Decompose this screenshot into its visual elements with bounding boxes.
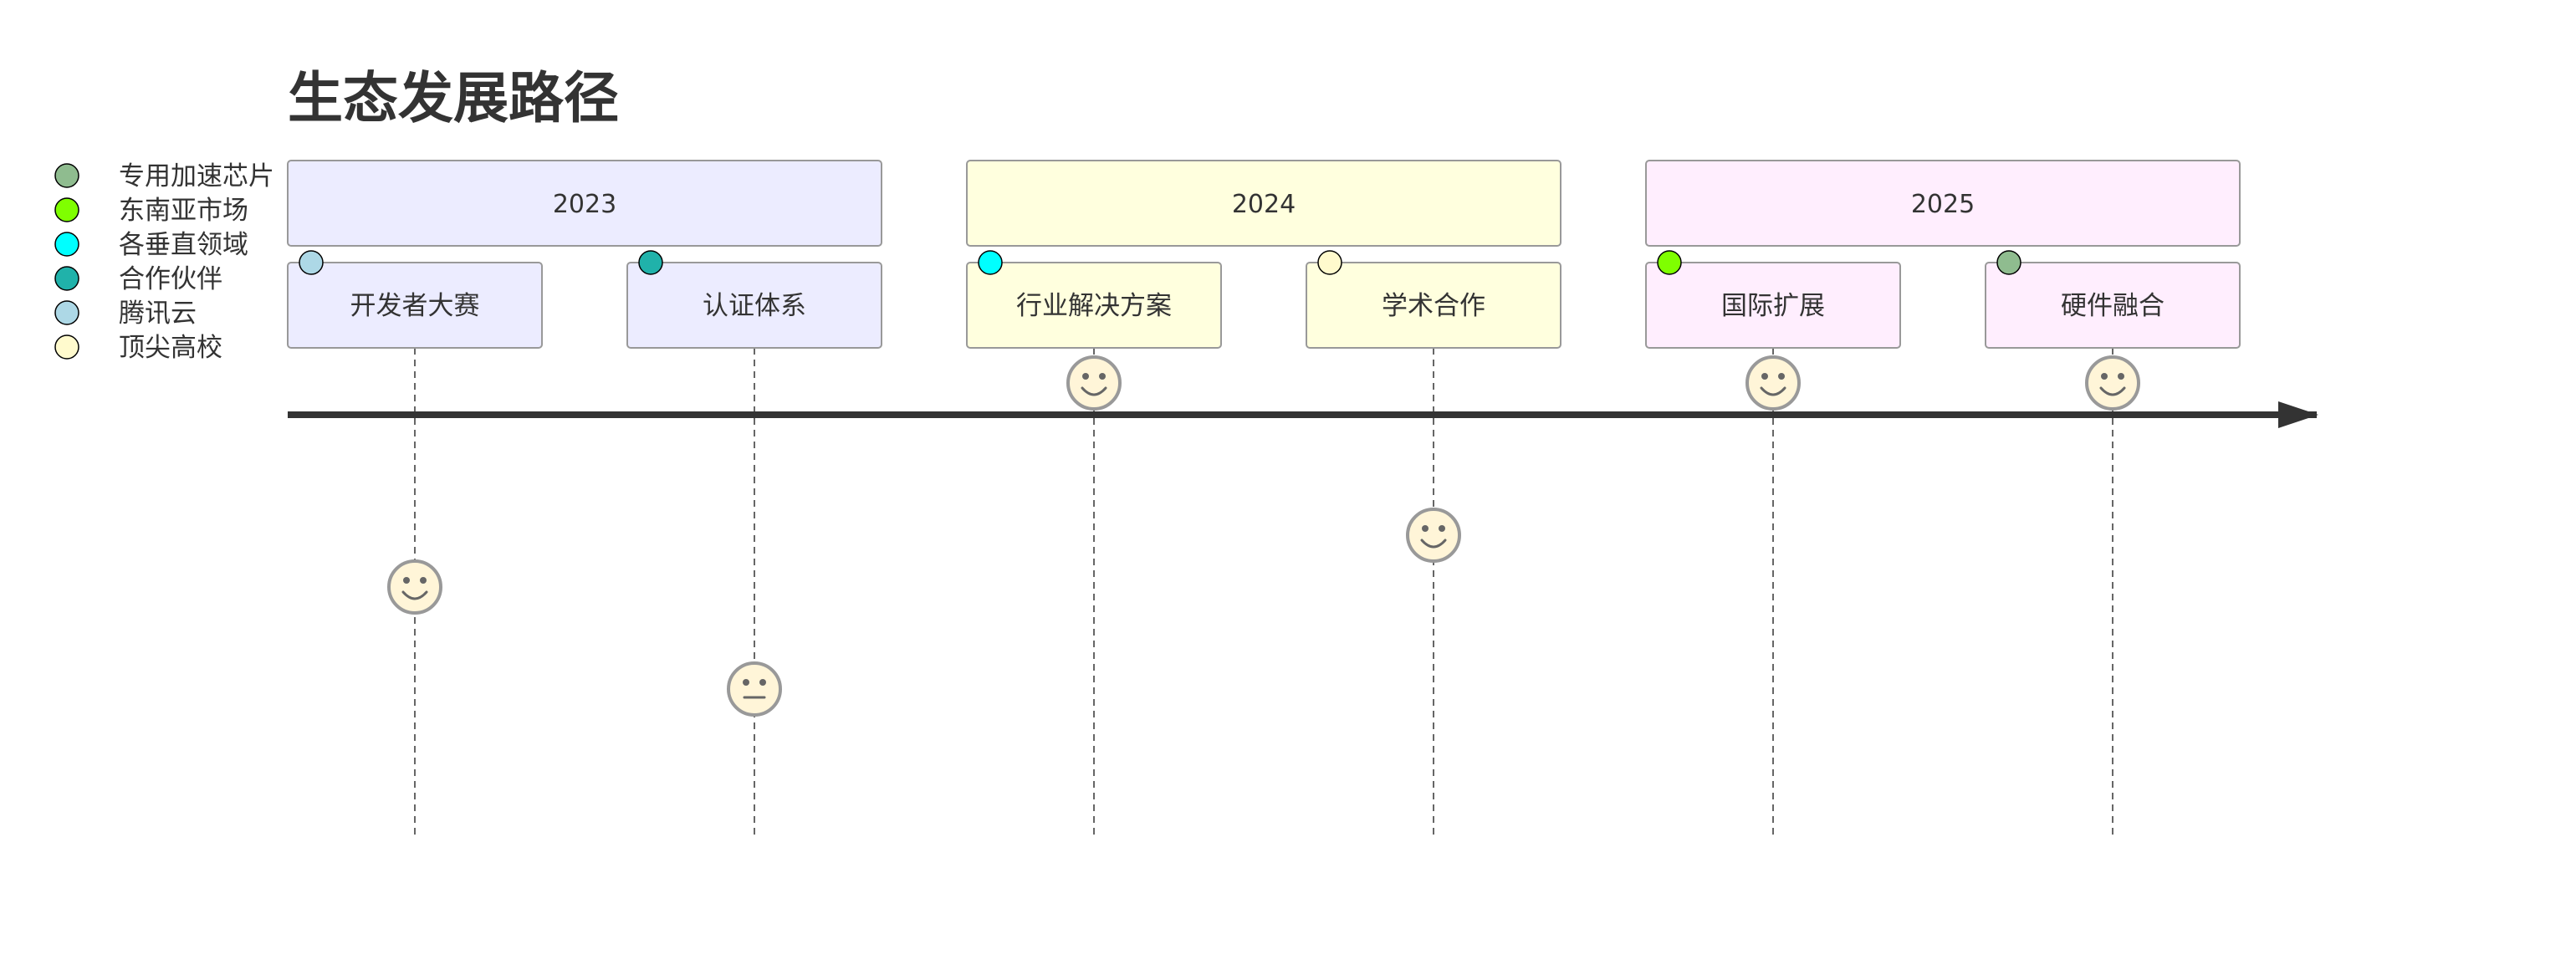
legend-label-3: 合作伙伴 <box>119 264 222 294</box>
smiley-face-icon <box>2085 355 2140 411</box>
task-box <box>287 262 543 349</box>
section-label-2023: 2023 <box>553 190 616 219</box>
task-box <box>1306 262 1561 349</box>
smiley-face-icon <box>1066 355 1122 411</box>
legend-dot-0 <box>54 163 79 188</box>
task-guide-lines <box>414 348 2113 840</box>
section-box-2025 <box>1645 160 2241 247</box>
legend-dot-1 <box>54 197 79 222</box>
smiley-face-icon <box>387 559 442 615</box>
legend-dot-5 <box>54 334 79 360</box>
task-label: 学术合作 <box>1382 291 1485 321</box>
section-label-2024: 2024 <box>1232 190 1296 219</box>
neutral-face-icon <box>727 661 782 717</box>
legend-label-5: 顶尖高校 <box>119 333 222 363</box>
task-actor-dot <box>638 250 663 275</box>
task-label: 硬件融合 <box>2061 291 2165 321</box>
section-box-2023 <box>287 160 882 247</box>
task-box <box>626 262 882 349</box>
task-box <box>1985 262 2241 349</box>
legend-label-2: 各垂直领域 <box>119 230 248 260</box>
task-actor-dot <box>1657 250 1682 275</box>
legend-label-4: 腾讯云 <box>119 299 197 329</box>
score-faces <box>387 355 2140 717</box>
task-boxes: 开发者大赛 认证体系 行业解决方案 学术合作 国际扩展 硬件融合 <box>287 250 2241 349</box>
task-label: 开发者大赛 <box>350 291 480 321</box>
task-label: 国际扩展 <box>1721 291 1825 321</box>
task-label: 行业解决方案 <box>1016 291 1172 321</box>
task-label: 认证体系 <box>703 291 806 321</box>
legend-label-0: 专用加速芯片 <box>119 161 274 191</box>
smiley-face-icon <box>1406 508 1461 563</box>
smiley-face-icon <box>1745 355 1801 411</box>
task-actor-dot <box>299 250 324 275</box>
section-headers: 2023 2024 2025 <box>287 160 2241 247</box>
diagram-title: 生态发展路径 <box>288 66 619 130</box>
task-actor-dot <box>1996 250 2021 275</box>
task-actor-dot <box>978 250 1003 275</box>
task-actor-dot <box>1317 250 1342 275</box>
task-box <box>1645 262 1901 349</box>
legend-dot-2 <box>54 232 79 257</box>
section-box-2024 <box>966 160 1561 247</box>
legend-dot-4 <box>54 300 79 325</box>
section-label-2025: 2025 <box>1911 190 1975 219</box>
legend-dot-3 <box>54 266 79 291</box>
task-box <box>966 262 1222 349</box>
timeline-arrowhead <box>2278 401 2318 428</box>
legend-label-1: 东南亚市场 <box>119 196 248 226</box>
